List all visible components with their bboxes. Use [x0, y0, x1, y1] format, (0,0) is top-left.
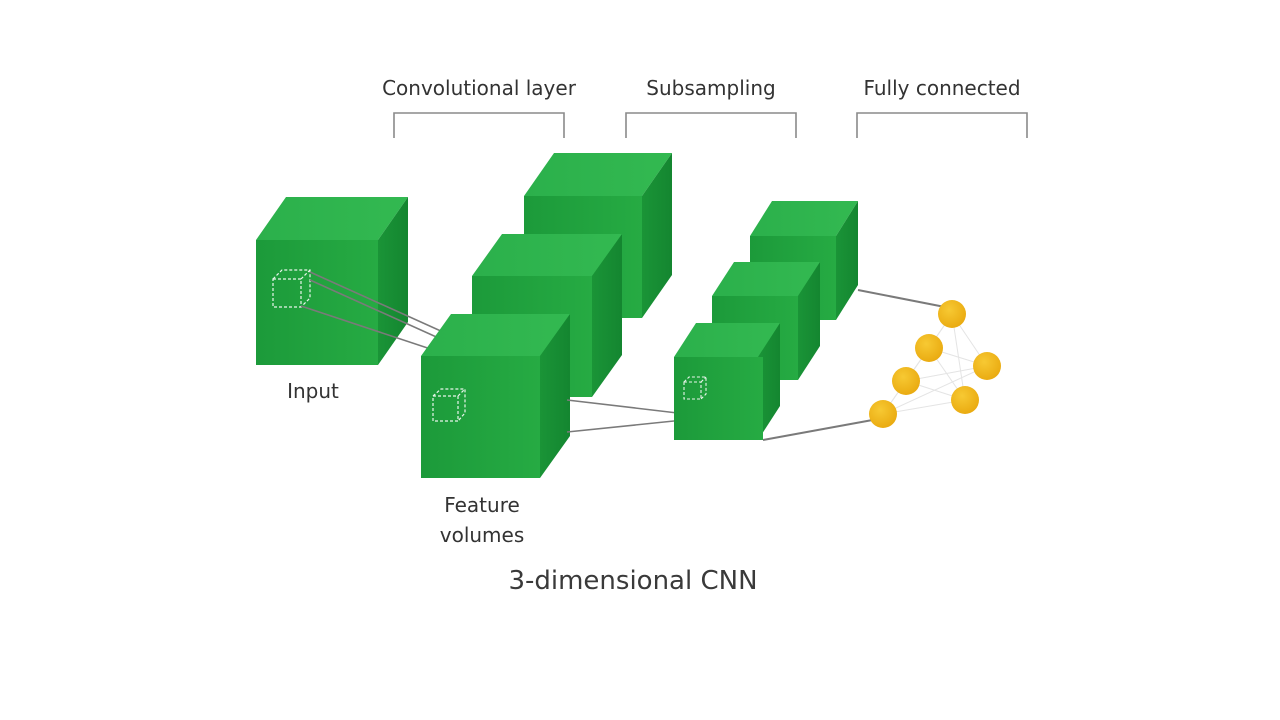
label-input: Input: [287, 379, 339, 403]
bracket-subsampling: [625, 112, 797, 138]
fc-node: [951, 386, 979, 414]
bracket-fully-connected: [856, 112, 1028, 138]
label-feature-line2: volumes: [439, 523, 525, 547]
feature-volume-front: [421, 314, 570, 478]
label-fully-connected: Fully connected: [863, 76, 1021, 100]
fc-nodes: [869, 300, 1001, 428]
fc-node: [938, 300, 966, 328]
bracket-convolutional: [393, 112, 565, 138]
subsampling-volume-front: [674, 323, 780, 440]
diagram-caption: 3-dimensional CNN: [508, 566, 758, 596]
label-subsampling: Subsampling: [646, 76, 776, 100]
fc-node: [869, 400, 897, 428]
fc-node: [892, 367, 920, 395]
input-receptive-field-icon: [272, 269, 311, 308]
subsampling-volume-middle: [712, 262, 820, 380]
label-feature-volumes: Feature volumes: [440, 490, 525, 550]
feature-receptive-field-icon: [432, 388, 466, 422]
label-convolutional-layer: Convolutional layer: [382, 76, 576, 100]
fc-input-lines: [762, 289, 951, 441]
fc-node: [973, 352, 1001, 380]
subsampling-receptive-field-icon: [683, 376, 707, 400]
label-feature-line1: Feature: [444, 493, 520, 517]
fc-node: [915, 334, 943, 362]
input-cube: [256, 197, 408, 365]
